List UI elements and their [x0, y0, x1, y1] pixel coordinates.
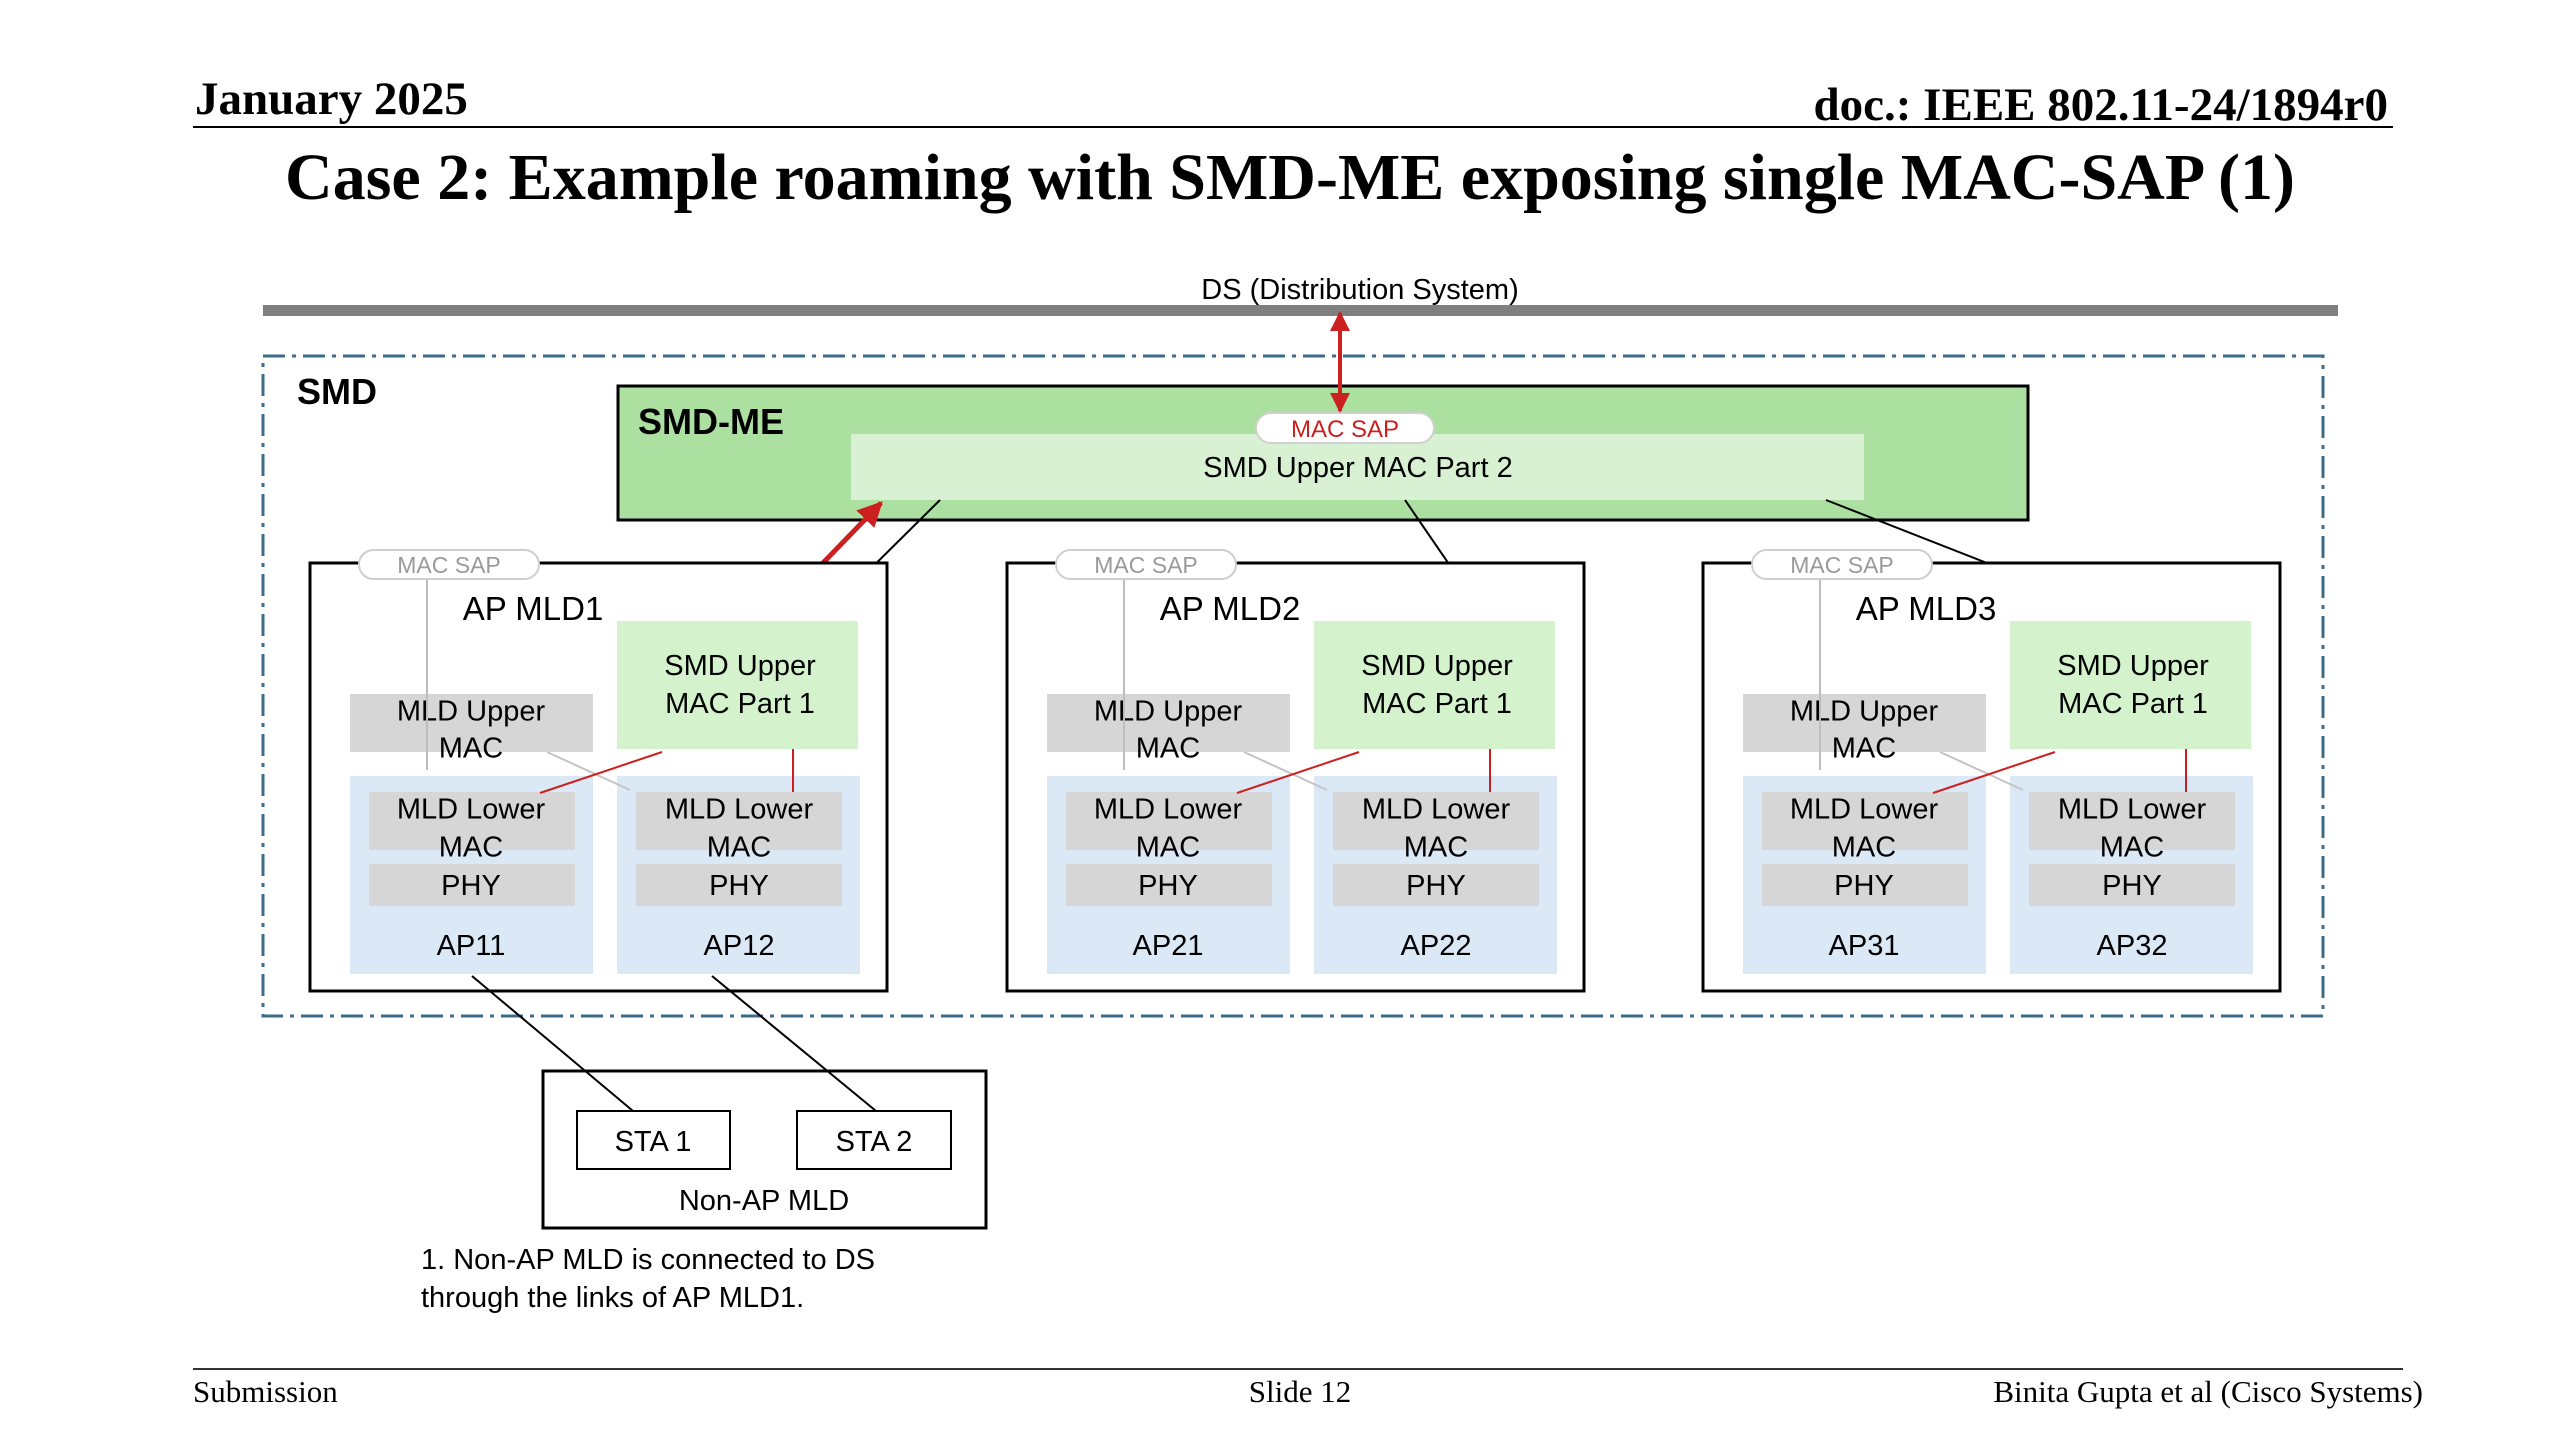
ap-mld3-ap2-phy-label: PHY: [2102, 870, 2162, 902]
footer-submission: Submission: [193, 1374, 338, 1409]
ap-mld2-ap2-lower-mac-line1: MLD Lower: [1362, 794, 1511, 826]
ap-mld1-smd-upper-part1: [617, 621, 858, 749]
ap-mld3-smd-upper-part1-line2: MAC Part 1: [2058, 688, 2208, 720]
ap-mld2-ap2-name: AP22: [1401, 930, 1472, 962]
ap-mld1-mac-sap-label: MAC SAP: [397, 552, 501, 578]
ap-mld1-mld-upper-mac-line1: MLD Upper: [397, 696, 546, 728]
ap-mld3-ap1-phy: [1762, 864, 1968, 906]
ap-mld3-name: AP MLD3: [1856, 590, 1997, 627]
ap-mld3-upper-to-right-lower: [1939, 751, 2024, 791]
ds-bar: [263, 305, 2338, 316]
ap-mld3-ap1-name: AP31: [1829, 930, 1900, 962]
ap-mld2-upper-to-right-lower: [1243, 751, 1328, 791]
ap-mld1-ap1-phy-label: PHY: [441, 870, 501, 902]
ap-mld2-smd-upper-part1: [1314, 621, 1555, 749]
smd-me-mac-sap: [1255, 412, 1435, 444]
ap-mld2-ap2-phy-label: PHY: [1406, 870, 1466, 902]
note-line-1: 1. Non-AP MLD is connected to DS: [421, 1244, 875, 1276]
footer-slide-number: Slide 12: [1248, 1374, 1352, 1409]
ap-mld2-name: AP MLD2: [1160, 590, 1301, 627]
sta-2-box: [796, 1110, 952, 1170]
non-ap-mld-label: Non-AP MLD: [679, 1185, 849, 1217]
ap-mld3-ap2-name: AP32: [2097, 930, 2168, 962]
ap-mld2-ap2-phy: [1333, 864, 1539, 906]
ap-mld1-ap1-lower-mac-line1: MLD Lower: [397, 794, 546, 826]
ap-mld1-ap1-name: AP11: [437, 930, 506, 962]
ap-mld2-ap1-lower-mac-line2: MAC: [1136, 832, 1200, 864]
smd-boundary: [261, 354, 2325, 1018]
link-sta2-ap12: [711, 975, 877, 1112]
header-date: January 2025: [195, 73, 468, 125]
ap-mld1-mld-upper-mac-line2: MAC: [439, 733, 503, 765]
ap-mld3-smd-upper-part1-line1: SMD Upper: [2057, 650, 2209, 682]
ap-mld2-part1-to-left-lower: [1236, 751, 1360, 794]
ap-mld1-ap2-phy-label: PHY: [709, 870, 769, 902]
ap-mld3-smd-upper-part1: [2010, 621, 2251, 749]
smd-me-label: SMD-ME: [638, 401, 784, 442]
smd-me-mac-sap-label: MAC SAP: [1291, 416, 1399, 443]
ap-mld2-ap1-phy-label: PHY: [1138, 870, 1198, 902]
ap-mld2-smd-upper-part1-line1: SMD Upper: [1361, 650, 1513, 682]
ap-mld1-ap2-lower-mac-line2: MAC: [707, 832, 771, 864]
sta-1-box: [576, 1110, 731, 1170]
ap-mld1-ap2-lower-mac: [636, 792, 842, 850]
note-line-2: through the links of AP MLD1.: [421, 1282, 804, 1314]
ap-mld3-ap1-phy-label: PHY: [1834, 870, 1894, 902]
ap-mld3-mac-sap-label: MAC SAP: [1790, 552, 1894, 578]
ap-mld3-ap1-lower-mac-line2: MAC: [1832, 832, 1896, 864]
sta-1-label: STA 1: [615, 1126, 692, 1158]
ap-mld1-mac-sap: [358, 549, 540, 580]
ap-mld1-upper-to-right-lower: [546, 751, 631, 791]
ap-mld1-name: AP MLD1: [463, 590, 604, 627]
ap-mld2-mac-sap: [1055, 549, 1237, 580]
smd-upper-mac-part2: [851, 434, 1864, 500]
ap-mld2-ap1-name: AP21: [1133, 930, 1204, 962]
ap-mld2-ap2-lower-mac: [1333, 792, 1539, 850]
ap-mld2-smd-upper-part1-line2: MAC Part 1: [1362, 688, 1512, 720]
ap-mld1-smd-upper-part1-line2: MAC Part 1: [665, 688, 815, 720]
ap-mld2-mld-upper-mac: [1047, 694, 1290, 752]
ap-mld2-mld-upper-mac-line2: MAC: [1136, 733, 1200, 765]
ap-mld1-ap1-lower-mac-line2: MAC: [439, 832, 503, 864]
footer-authors: Binita Gupta et al (Cisco Systems): [1993, 1374, 2423, 1409]
ap-mld1-ap2-name: AP12: [704, 930, 775, 962]
ap-mld2-ap1-phy: [1066, 864, 1272, 906]
ap-mld2-ap2-lower-mac-line2: MAC: [1404, 832, 1468, 864]
sta-2-label: STA 2: [836, 1126, 913, 1158]
ap-mld3-part1-to-left-lower: [1932, 751, 2056, 794]
ap-mld3-mac-sap: [1751, 549, 1933, 580]
ap-mld3-ap1-lower-mac-line1: MLD Lower: [1790, 794, 1939, 826]
ap-mld3-ap2-lower-mac-line2: MAC: [2100, 832, 2164, 864]
ap-mld1-ap2-lower-mac-line1: MLD Lower: [665, 794, 814, 826]
ap-mld2-mac-sap-label: MAC SAP: [1094, 552, 1198, 578]
footer-rule: [193, 1368, 2403, 1370]
ap-mld1-ap2-phy: [636, 864, 842, 906]
slide-title: Case 2: Example roaming with SMD-ME expo…: [285, 141, 2295, 214]
ap-mld3-ap2-lower-mac-line1: MLD Lower: [2058, 794, 2207, 826]
ap-mld1-part1-to-left-lower: [539, 751, 663, 794]
header-rule: [193, 126, 2393, 128]
ap-mld3-mld-upper-mac-line1: MLD Upper: [1790, 696, 1939, 728]
smd-label: SMD: [297, 371, 377, 412]
ap-mld2-ap1-lower-mac: [1066, 792, 1272, 850]
ap-mld3-ap2-lower-mac: [2029, 792, 2235, 850]
ap-mld3-mld-upper-mac: [1743, 694, 1986, 752]
ap-mld3-mld-upper-mac-line2: MAC: [1832, 733, 1896, 765]
ap-mld3-ap2-phy: [2029, 864, 2235, 906]
ap-mld1-smd-upper-part1-line1: SMD Upper: [664, 650, 816, 682]
header-doc-id: doc.: IEEE 802.11-24/1894r0: [1813, 79, 2388, 131]
ap-mld3-ap1-lower-mac: [1762, 792, 1968, 850]
smd-upper-mac-part2-label: SMD Upper MAC Part 2: [1203, 452, 1512, 484]
ap-mld2-ap1-lower-mac-line1: MLD Lower: [1094, 794, 1243, 826]
ds-label: DS (Distribution System): [1201, 274, 1518, 306]
ap-mld1-ap1-phy: [369, 864, 575, 906]
link-sta1-ap11: [471, 975, 634, 1112]
ap-mld2-mld-upper-mac-line1: MLD Upper: [1094, 696, 1243, 728]
ap-mld1-mld-upper-mac: [350, 694, 593, 752]
ap-mld1-ap1-lower-mac: [369, 792, 575, 850]
